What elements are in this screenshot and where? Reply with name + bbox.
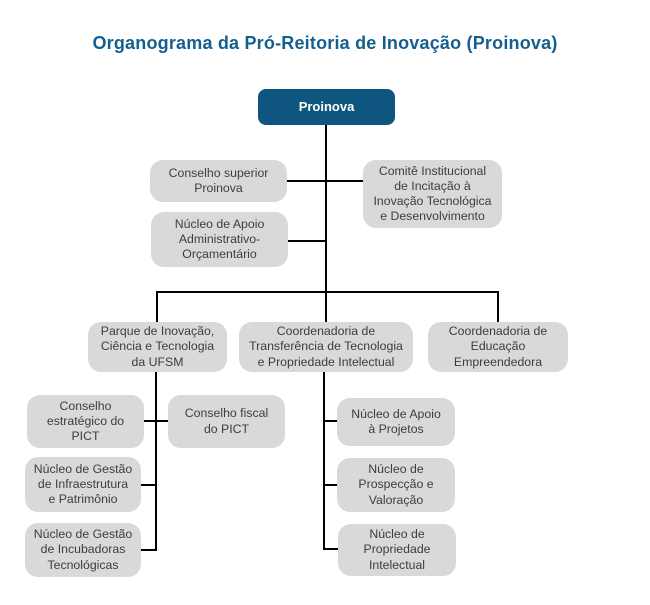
connector-infraestrutura <box>141 484 157 486</box>
node-conselho-fiscal: Conselho fiscal do PICT <box>168 395 285 448</box>
connector-level2-horizontal <box>156 291 499 293</box>
connector-stub-right <box>497 291 499 322</box>
connector-left-subtrunk <box>155 372 157 551</box>
node-conselho-estrategico: Conselho estratégico do PICT <box>27 395 144 448</box>
node-nucleo-prospeccao: Núcleo de Prospecção e Valoração <box>337 458 455 512</box>
node-proinova: Proinova <box>258 89 395 125</box>
node-nucleo-infraestrutura: Núcleo de Gestão de Infraestrutura e Pat… <box>25 457 141 512</box>
node-nucleo-apoio-administrativo: Núcleo de Apoio Administrativo- Orçament… <box>151 212 288 267</box>
connector-propriedade <box>323 548 338 550</box>
connector-stub-left <box>156 291 158 322</box>
connector-incubadoras <box>141 549 157 551</box>
connector-prospeccao <box>323 484 337 486</box>
node-nucleo-propriedade: Núcleo de Propriedade Intelectual <box>338 524 456 576</box>
node-coord-educacao: Coordenadoria de Educação Empreendedora <box>428 322 568 372</box>
node-parque-inovacao: Parque de Inovação, Ciência e Tecnologia… <box>88 322 227 372</box>
node-conselho-superior: Conselho superior Proinova <box>150 160 287 202</box>
node-nucleo-projetos: Núcleo de Apoio à Projetos <box>337 398 455 446</box>
node-nucleo-incubadoras: Núcleo de Gestão de Incubadoras Tecnológ… <box>25 523 141 577</box>
connector-projetos <box>323 420 337 422</box>
connector-conselho-comite <box>287 180 363 182</box>
connector-right-subtrunk <box>323 372 325 550</box>
connector-trunk-top <box>325 125 327 292</box>
node-coord-transferencia: Coordenadoria de Transferência de Tecnol… <box>239 322 413 372</box>
connector-stub-middle <box>325 291 327 322</box>
connector-estrategico-fiscal <box>144 420 168 422</box>
node-comite-institucional: Comitê Institucional de Incitação à Inov… <box>363 160 502 228</box>
connector-nucleo-adm <box>288 240 326 242</box>
page-title: Organograma da Pró-Reitoria de Inovação … <box>92 33 558 53</box>
